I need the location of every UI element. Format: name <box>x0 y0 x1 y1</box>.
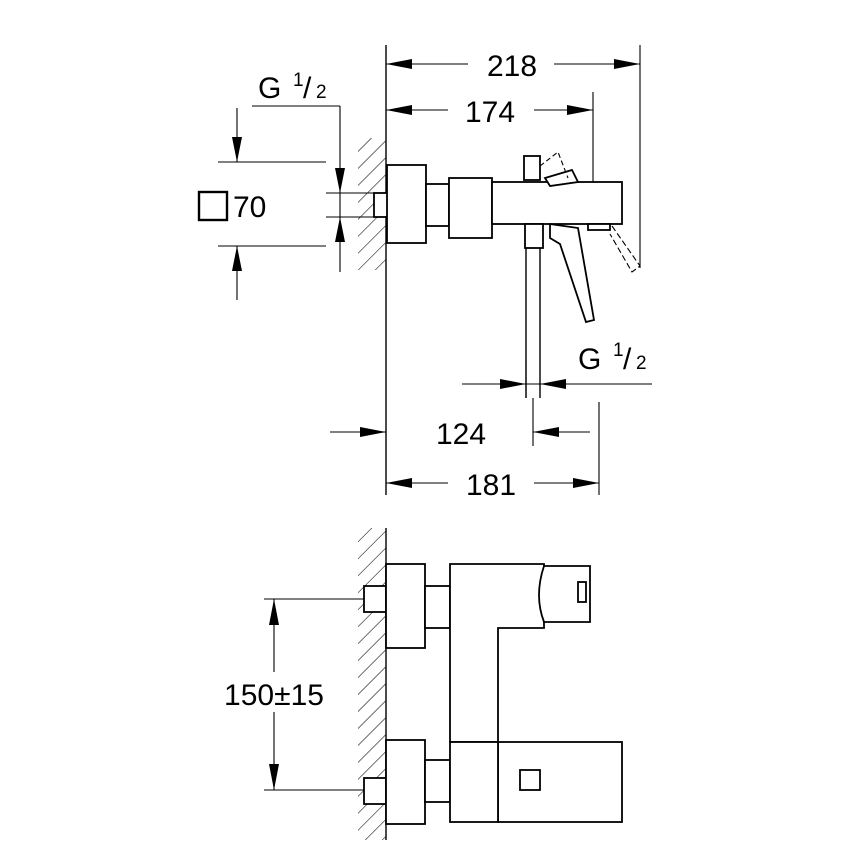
arrow-70-bottom <box>232 246 242 271</box>
arrow-218-left <box>386 59 412 69</box>
upper-inlet-eccentric <box>363 585 387 613</box>
lower-escutcheon <box>385 739 426 825</box>
mixer-body-front <box>449 563 545 743</box>
thread-label-inlet: G <box>258 72 281 105</box>
arrow-174-right <box>567 105 593 115</box>
dim-label-70: 70 <box>233 191 266 224</box>
spout-outlet-square <box>519 769 541 791</box>
dim-label-218: 218 <box>487 50 537 83</box>
dim-label-174: 174 <box>465 96 515 129</box>
lever-front <box>538 565 591 623</box>
outlet-nipple <box>524 223 544 249</box>
arrow-181-left <box>386 478 412 488</box>
arrow-inlet-bottom <box>335 217 345 242</box>
upper-escutcheon <box>385 563 426 649</box>
thread-outlet-numerator: 1 <box>613 340 624 361</box>
arrow-150-top <box>269 599 279 625</box>
arrow-outlet-left <box>500 379 526 389</box>
lever-insert <box>577 581 587 603</box>
spout-front <box>497 741 623 823</box>
upper-neck <box>424 585 451 629</box>
arrow-218-right <box>614 59 640 69</box>
thread-outlet-denominator: 2 <box>636 353 647 374</box>
dim-label-124: 124 <box>436 418 486 451</box>
side-view: 218 174 G 1 / 2 70 G 1 <box>197 45 652 502</box>
diverter-knob <box>549 222 596 324</box>
thread-outlet-slash: / <box>623 343 632 376</box>
spout-phantom-line <box>609 225 641 273</box>
dim-label-181: 181 <box>466 469 516 502</box>
arrow-150-bottom <box>269 764 279 790</box>
arrow-181-right <box>573 478 599 488</box>
front-view: 150±15 <box>224 528 623 840</box>
spout-outlet-insert <box>587 223 611 231</box>
square-cross-section-icon <box>197 190 229 222</box>
lower-inlet-eccentric <box>363 777 387 805</box>
arrow-outlet-right <box>540 379 566 389</box>
thread-inlet-slash: / <box>303 72 312 105</box>
lower-neck <box>424 759 451 803</box>
inlet-eccentric <box>373 192 389 218</box>
mixer-neck <box>425 183 450 227</box>
spout <box>491 181 623 225</box>
lever-handle <box>543 168 580 187</box>
arrow-174-left <box>386 105 412 115</box>
arrow-124-right <box>533 427 559 437</box>
mixer-body <box>448 177 493 239</box>
thread-inlet-denominator: 2 <box>316 82 327 103</box>
arrow-inlet-top <box>335 168 345 193</box>
arrow-124-left <box>360 427 386 437</box>
arrow-70-top <box>232 137 242 162</box>
lever-swing-phantom <box>539 151 569 179</box>
mixer-lower-body <box>449 741 499 823</box>
lever-cap <box>523 155 541 181</box>
thread-inlet-numerator: 1 <box>293 70 304 91</box>
dim-label-150: 150±15 <box>224 679 324 712</box>
escutcheon-plate <box>386 164 427 244</box>
thread-label-outlet: G <box>578 343 601 376</box>
